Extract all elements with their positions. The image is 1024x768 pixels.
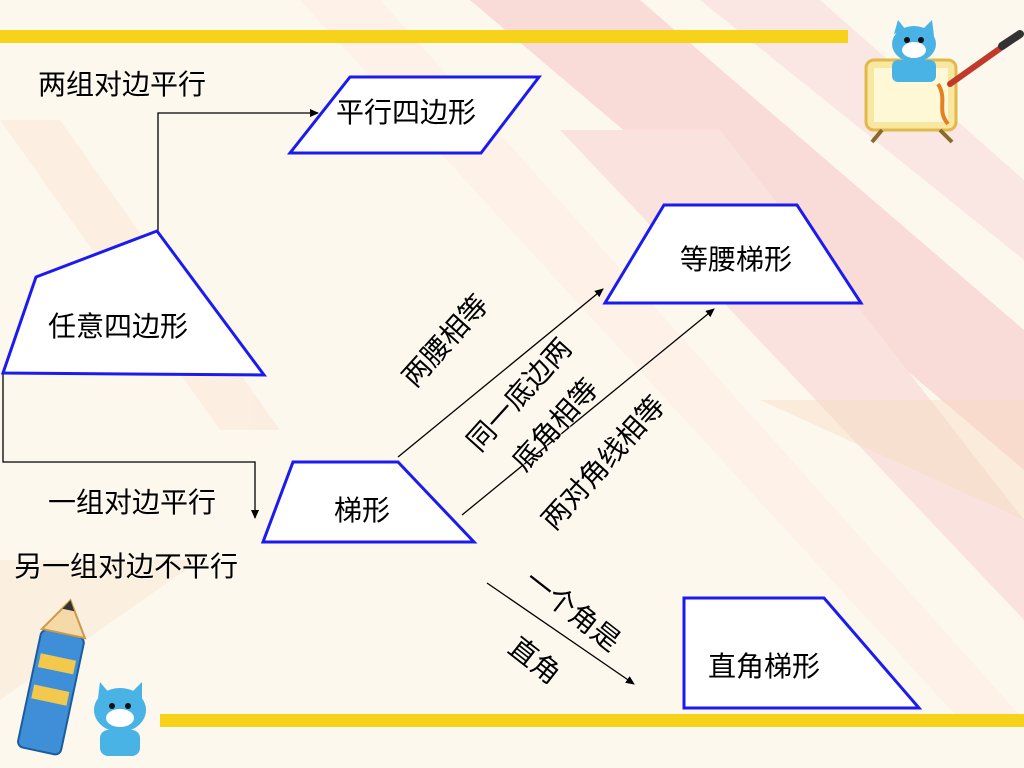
trapezoid-label: 梯形: [334, 496, 390, 527]
one-pair-parallel-label: 一组对边平行: [48, 488, 216, 519]
pencil-cat-icon: [0, 598, 170, 768]
parallelogram-label: 平行四边形: [336, 98, 476, 129]
two-pairs-parallel-label: 两组对边平行: [38, 70, 206, 101]
cat-easel-icon: [852, 14, 1024, 144]
isosceles-trapezoid-label: 等腰梯形: [680, 245, 792, 276]
arbitrary-quadrilateral-label: 任意四边形: [48, 312, 188, 343]
other-pair-not-parallel-label: 另一组对边不平行: [14, 552, 238, 583]
arbitrary-quadrilateral-shape: [3, 231, 264, 375]
arrow-to-parallelogram: [158, 113, 318, 232]
right-trapezoid-label: 直角梯形: [708, 652, 820, 683]
